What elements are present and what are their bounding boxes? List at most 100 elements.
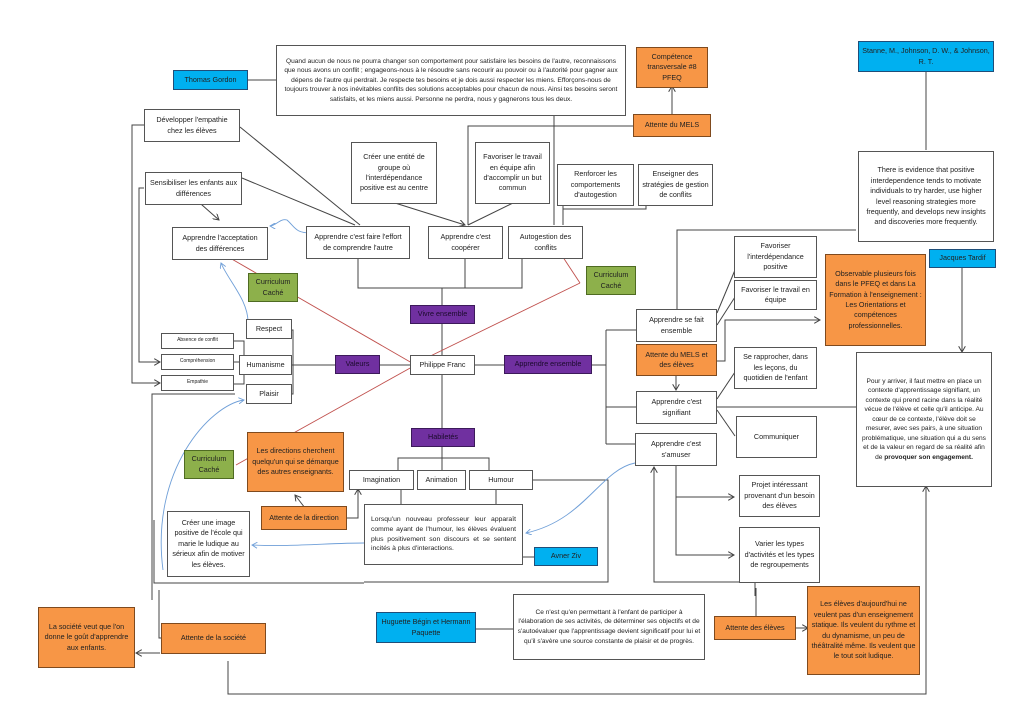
renforcer-autogestion[interactable]: Renforcer les comportements d'autogestio… [557,164,634,206]
box-label: Compétence transversale #8 PFEQ [647,51,697,82]
category-valeurs[interactable]: Valeurs [335,355,380,374]
source-label: Jacques Tardif [939,253,986,263]
box-label: Apprendre c'est signifiant [651,397,702,417]
source-thomas-gordon[interactable]: Thomas Gordon [173,70,248,90]
se-rapprocher-quotidien[interactable]: Se rapprocher, dans les leçons, du quoti… [734,347,817,389]
habilete-humour[interactable]: Humour [469,470,533,490]
habilete-imagination[interactable]: Imagination [349,470,414,490]
box-label: Développer l'empathie chez les élèves [156,115,228,135]
box-label: Valeurs [345,359,370,369]
habilete-animation[interactable]: Animation [417,470,466,490]
connector [357,258,523,289]
connector [467,202,514,226]
projet-interessant[interactable]: Projet intéressant provenant d'un besoin… [739,475,820,517]
sensibiliser-differences[interactable]: Sensibiliser les enfants aux différences [145,172,242,205]
directions-cherchent[interactable]: Les directions cherchent quelqu'un qui s… [247,432,344,492]
attente-mels-eleves[interactable]: Attente du MELS et des élèves [636,344,717,376]
apprendre-cooperer[interactable]: Apprendre c'est coopérer [428,226,503,259]
box-label: Apprendre c'est s'amuser [650,439,702,459]
valeur-humanisme[interactable]: Humanisme [239,355,292,375]
box-label: Observable plusieurs fois dans le PFEQ e… [829,268,922,330]
source-stanne-johnson[interactable]: Stanne, M., Johnson, D. W., & Johnson, R… [858,41,994,72]
comprehension[interactable]: Compréhension [161,354,234,370]
empathie[interactable]: Empathie [161,375,234,391]
influence-curve [270,219,312,234]
connector [346,489,358,519]
center-label: Philippe Franc [419,359,466,369]
quote-jacques-tardif: Pour y arriver, il faut mettre en place … [856,352,992,487]
box-label: Curriculum Caché [255,277,291,297]
box-label: Apprendre se fait ensemble [649,315,704,335]
eleves-aujourdhui[interactable]: Les élèves d'aujourd'hui ne veulent pas … [807,586,920,675]
curriculum-cache-top-left[interactable]: Curriculum Caché [248,273,298,302]
box-label: Favoriser le travail en équipe afin d'ac… [483,152,542,193]
category-vivre-ensemble[interactable]: Vivre ensemble [410,305,475,324]
connector [394,202,465,225]
connector [676,229,856,310]
box-label: Apprendre c'est faire l'effort de compre… [314,232,402,252]
favoriser-travail-but-commun[interactable]: Favoriser le travail en équipe afin d'ac… [475,142,550,204]
apprendre-se-fait-ensemble[interactable]: Apprendre se fait ensemble [636,309,717,342]
attente-de-la-direction[interactable]: Attente de la direction [261,506,347,530]
valeur-respect[interactable]: Respect [246,319,292,339]
box-label: Apprendre l'acceptation des différences [182,233,258,253]
box-label: Enseigner des stratégies de gestion de c… [642,169,709,200]
societe-gout-apprendre[interactable]: La société veut que l'on donne le goût d… [38,607,135,668]
category-apprendre-ensemble[interactable]: Apprendre ensemble [504,355,592,374]
box-label: Respect [255,323,283,333]
attente-des-eleves[interactable]: Attente des élèves [714,616,796,640]
quote-text: Lorsqu'un nouveau professeur leur appara… [371,515,516,553]
box-label: Empathie [186,379,209,386]
box-label: Compréhension [179,358,216,365]
box-label: Varier les types d'activités et les type… [744,539,815,570]
quote-emphasis: provoquer son engagement. [884,453,973,461]
apprendre-s-amuser[interactable]: Apprendre c'est s'amuser [635,433,717,466]
connector [239,126,361,226]
box-label: Les élèves d'aujourd'hui ne veulent pas … [811,599,916,661]
competence-transversale-8[interactable]: Compétence transversale #8 PFEQ [636,47,708,88]
connector [562,206,647,210]
box-label: Habiletés [428,432,458,442]
source-jacques-tardif[interactable]: Jacques Tardif [929,249,996,268]
attente-de-la-societe[interactable]: Attente de la société [161,623,266,654]
box-label: Sensibiliser les enfants aux différences [149,178,238,198]
connector [241,177,356,226]
connector [138,187,160,362]
developper-empathie[interactable]: Développer l'empathie chez les élèves [144,109,240,142]
connector [675,465,734,497]
source-avner-ziv[interactable]: Avner Ziv [534,547,598,566]
center-philippe-franc[interactable]: Philippe Franc [410,355,475,375]
favoriser-interdependance[interactable]: Favoriser l'interdépendance positive [734,236,817,278]
box-label: Attente de la société [180,633,247,643]
connector [716,269,736,314]
curriculum-cache-right[interactable]: Curriculum Caché [586,266,636,295]
box-label: Attente du MELS [644,120,700,130]
varier-activites[interactable]: Varier les types d'activités et les type… [739,527,820,583]
apprendre-effort-comprendre[interactable]: Apprendre c'est faire l'effort de compre… [306,226,410,259]
creer-image-positive[interactable]: Créer une image positive de l'école qui … [167,511,250,577]
source-label: Huguette Bégin et Hermann Paquette [381,617,471,637]
attente-du-mels[interactable]: Attente du MELS [633,114,711,137]
category-habiletes[interactable]: Habiletés [411,428,475,447]
autogestion-conflits[interactable]: Autogestion des conflits [508,226,583,259]
apprendre-acceptation[interactable]: Apprendre l'acceptation des différences [172,227,268,260]
box-label: Créer une image positive de l'école qui … [172,517,245,569]
absence-de-conflit[interactable]: Absence de conflit [161,333,234,349]
enseigner-strategies-conflits[interactable]: Enseigner des stratégies de gestion de c… [638,164,713,206]
creer-entite-groupe[interactable]: Créer une entité de groupe où l'interdép… [351,142,437,204]
connector [675,497,734,555]
connector [364,479,609,583]
source-begin-paquette[interactable]: Huguette Bégin et Hermann Paquette [376,612,476,643]
valeur-plaisir[interactable]: Plaisir [246,384,292,404]
box-label: Favoriser le travail en équipe [741,284,810,304]
favoriser-travail-equipe[interactable]: Favoriser le travail en équipe [734,280,817,310]
box-label: Attente de la direction [269,512,339,522]
box-label: Projet intéressant provenant d'un besoin… [744,480,815,511]
curriculum-cache-bottom-left[interactable]: Curriculum Caché [184,450,234,479]
apprendre-signifiant[interactable]: Apprendre c'est signifiant [636,391,717,424]
connector [716,371,736,400]
observable-pfeq[interactable]: Observable plusieurs fois dans le PFEQ e… [825,254,926,346]
connector [131,124,160,383]
communiquer[interactable]: Communiquer [736,416,817,458]
